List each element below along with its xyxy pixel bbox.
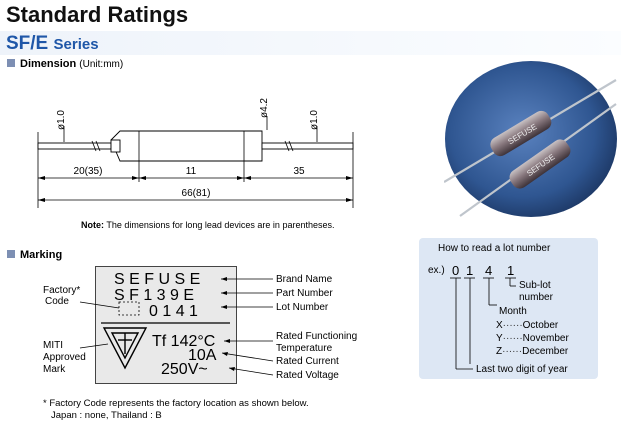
fuse-photo: SEFUSE SEFUSE [444,61,617,217]
len-right-label: 35 [293,166,305,177]
year-label: Last two digit of year [476,364,568,375]
lot-digit-3: 4 [485,263,492,278]
lot-guide-title: How to read a lot number [438,243,551,254]
dimension-drawing: ø1.0 ø4.2 ø1.0 20(35) 11 35 66(81) [37,98,354,208]
marking-drawing: S E F U S E S F 1 3 9 E 0 1 4 1 Tf 142°C… [79,271,274,378]
series-title: SF/E Series [6,33,99,54]
brand-name-label: Brand Name [276,274,333,285]
lot-guide-ex: ex.) [428,265,445,276]
len-left-label: 20(35) [74,166,103,177]
mark-line-1: S E F U S E [114,271,200,288]
page-title: Standard Ratings [6,2,189,27]
lot-digit-2: 1 [466,263,473,278]
mark-line-3: 0 1 4 1 [149,303,198,320]
rated-current-label: Rated Current [276,356,339,367]
marking-label-box [95,266,237,384]
factory-code-footnote: * Factory Code represents the factory lo… [43,398,309,421]
dimension-heading: Dimension (Unit:mm) [7,58,123,70]
series-banner: SF/E Series [0,31,621,55]
lot-guide-diagram: 0 1 4 1 [450,263,516,370]
bullet-square-icon [7,250,15,258]
rated-voltage-label: Rated Voltage [276,370,339,381]
lot-digit-1: 0 [452,263,459,278]
factory-code-label: Factory*Code [43,285,81,307]
lot-number-label: Lot Number [276,302,329,313]
mark-volt: 250V~ [161,361,208,378]
len-total-label: 66(81) [182,188,211,199]
factory-code-box [118,301,140,316]
part-number-label: Part Number [276,288,333,299]
dia-body-label: ø4.2 [259,98,270,118]
month-z: Z······December [496,346,569,357]
marking-heading: Marking [7,249,62,261]
mark-line-2: S F 1 3 9 E [114,287,194,304]
month-x: X······October [496,320,559,331]
miti-mark-icon [102,327,148,370]
mark-amp: 10A [188,347,217,364]
month-y: Y······November [496,333,569,344]
series-suffix: Series [53,36,99,53]
month-label: Month [499,306,527,317]
mark-tf: Tf 142°C [152,333,215,350]
dia-right-label: ø1.0 [309,110,320,130]
lot-digit-4: 1 [507,263,514,278]
bullet-square-icon [7,59,15,67]
dia-left-label: ø1.0 [56,110,67,130]
len-body-label: 11 [186,166,197,177]
dimension-note: Note: The dimensions for long lead devic… [81,220,335,230]
lot-guide-panel [419,238,598,379]
